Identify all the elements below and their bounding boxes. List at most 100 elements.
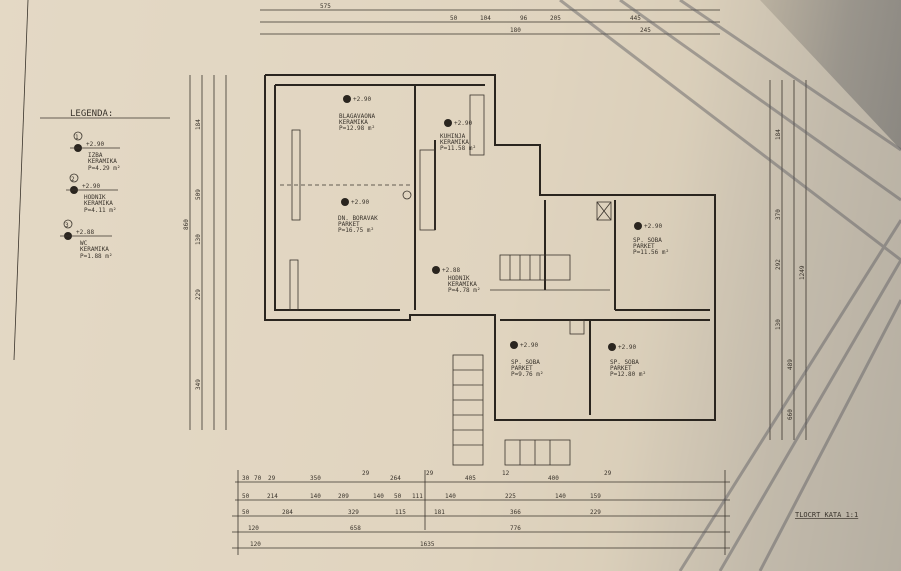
dim-label: 658 <box>350 525 361 532</box>
legend-title: LEGENDA: <box>70 109 113 119</box>
legend-area: P=4.11 m² <box>84 207 117 214</box>
level-marker-icon <box>432 266 440 274</box>
dim-label: 214 <box>267 493 278 500</box>
room-level: +2.90 <box>520 342 538 349</box>
dim-label: 140 <box>310 493 321 500</box>
walls <box>264 74 716 421</box>
dim-label: 229 <box>195 289 202 300</box>
room-level: +2.90 <box>353 96 371 103</box>
room-name: BLAGAVAONA <box>339 113 376 120</box>
room-level: +2.90 <box>351 199 369 206</box>
dim-label: 400 <box>548 475 559 482</box>
dim-label: 111 <box>412 493 423 500</box>
dim-label: 184 <box>775 129 782 140</box>
dim-label: 50 <box>242 509 250 516</box>
legend-floor: KERAMIKA <box>80 246 109 253</box>
room-name: KUHINJA <box>440 133 466 140</box>
room-floor: PARKET <box>610 365 632 372</box>
dim-label: 130 <box>775 319 782 330</box>
room-level: +2.90 <box>618 344 636 351</box>
drawing-title: TLOCRT KATA 1:1 <box>795 511 858 519</box>
legend: LEGENDA: 1 +2.90 IZBA KERAMIKA P=4.29 m²… <box>40 109 170 260</box>
dim-label: 29 <box>268 475 276 482</box>
room-name: HODNIK <box>448 275 470 282</box>
legend-level: +2.88 <box>76 229 94 236</box>
dim-label: 30 <box>242 475 250 482</box>
legend-area: P=1.88 m² <box>80 253 113 260</box>
room-area: P=4.78 m² <box>448 287 481 294</box>
legend-room: IZBA <box>88 152 103 159</box>
room-name: SP. SOBA <box>511 359 540 366</box>
legend-number: 2 <box>71 176 75 183</box>
left-dimensions: 184 509 130 229 349 860 <box>183 75 227 430</box>
dim-label: 12 <box>502 470 510 477</box>
dim-label: 115 <box>395 509 406 516</box>
dim-label: 370 <box>775 209 782 220</box>
room-label-kitchen: +2.90 KUHINJA KERAMIKA P=11.58 m² <box>440 119 476 152</box>
room-area: P=11.56 m² <box>633 249 669 256</box>
dim-label: 225 <box>505 493 516 500</box>
dim-label: 104 <box>480 15 491 22</box>
dim-label: 120 <box>250 541 261 548</box>
dim-label: 205 <box>550 15 561 22</box>
room-label-hallway: +2.88 HODNIK KERAMIKA P=4.78 m² <box>432 266 481 294</box>
room-label-dining: +2.90 BLAGAVAONA KERAMIKA P=12.98 m² <box>339 95 376 132</box>
dim-label: 366 <box>510 509 521 516</box>
dim-label: 229 <box>590 509 601 516</box>
dim-label: 860 <box>183 219 190 230</box>
legend-number: 3 <box>65 222 69 229</box>
dim-label: 245 <box>640 27 651 34</box>
top-dimensions: 575 50 104 96 205 445 180 245 <box>260 3 720 35</box>
dim-label: 349 <box>195 379 202 390</box>
room-floor: PARKET <box>633 243 655 250</box>
dim-label: 264 <box>390 475 401 482</box>
room-name: SP. SOBA <box>610 359 639 366</box>
dim-label: 184 <box>195 119 202 130</box>
dim-label: 50 <box>394 493 402 500</box>
dim-label: 1635 <box>420 541 435 548</box>
legend-floor: KERAMIKA <box>84 200 113 207</box>
dim-label: 660 <box>787 409 794 420</box>
dim-label: 70 <box>254 475 262 482</box>
legend-level: +2.90 <box>86 141 104 148</box>
dim-label: 509 <box>195 189 202 200</box>
room-floor: PARKET <box>338 221 360 228</box>
right-dimensions: 184 370 292 130 489 660 1249 <box>769 80 807 440</box>
legend-area: P=4.29 m² <box>88 165 121 172</box>
level-marker-icon <box>341 198 349 206</box>
room-label-bedroom-1: +2.90 SP. SOBA PARKET P=11.56 m² <box>633 222 669 256</box>
level-marker-icon <box>634 222 642 230</box>
dim-label: 181 <box>434 509 445 516</box>
dim-label: 140 <box>373 493 384 500</box>
dim-label: 575 <box>320 3 331 10</box>
legend-item: 1 +2.90 IZBA KERAMIKA P=4.29 m² <box>70 131 121 172</box>
room-name: DN. BORAVAK <box>338 215 378 222</box>
room-floor: KERAMIKA <box>448 281 477 288</box>
dim-label: 96 <box>520 15 528 22</box>
dim-label: 180 <box>510 27 521 34</box>
room-floor: PARKET <box>511 365 533 372</box>
dim-label: 29 <box>604 470 612 477</box>
dim-label: 130 <box>195 234 202 245</box>
room-level: +2.90 <box>644 223 662 230</box>
legend-item: 3 +2.88 WC KERAMIKA P=1.88 m² <box>60 219 113 260</box>
room-level: +2.90 <box>454 120 472 127</box>
dim-label: 350 <box>310 475 321 482</box>
room-area: P=16.75 m² <box>338 227 374 234</box>
dim-label: 120 <box>248 525 259 532</box>
dim-label: 405 <box>465 475 476 482</box>
room-area: P=12.98 m² <box>339 125 375 132</box>
margin-line <box>13 0 29 361</box>
room-level: +2.88 <box>442 267 460 274</box>
level-marker-icon <box>510 341 518 349</box>
dim-label: 329 <box>348 509 359 516</box>
light-reflections <box>559 0 901 571</box>
dim-label: 140 <box>555 493 566 500</box>
dim-label: 140 <box>445 493 456 500</box>
room-label-bedroom-3: +2.90 SP. SOBA PARKET P=12.80 m² <box>608 343 646 378</box>
legend-room: HODNIK <box>84 194 106 201</box>
legend-level: +2.90 <box>82 183 100 190</box>
dim-label: 209 <box>338 493 349 500</box>
